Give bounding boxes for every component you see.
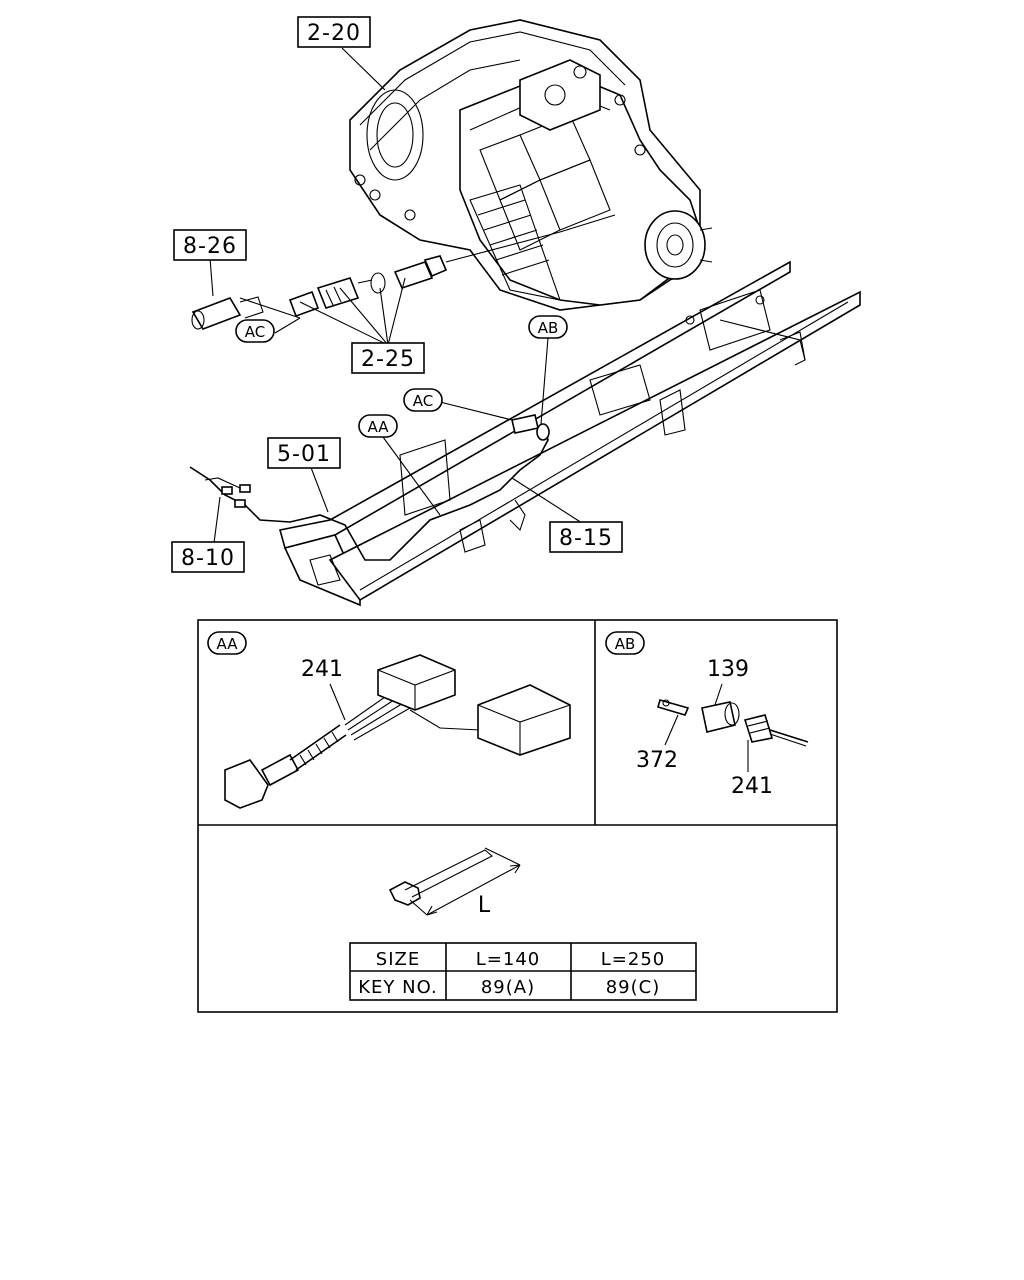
bubble-label: AA <box>368 418 390 436</box>
callout-label: 8-15 <box>559 526 613 551</box>
detail-ab-part-139: 139 <box>707 657 749 682</box>
callout-8-15[interactable]: 8-15 <box>549 521 623 553</box>
chassis-frame-illustration <box>189 260 861 607</box>
callout-label: 8-26 <box>183 234 237 259</box>
callout-label: 2-25 <box>361 347 415 372</box>
detail-panel <box>197 619 838 1013</box>
callout-8-10[interactable]: 8-10 <box>171 541 245 573</box>
bubble-label: AB <box>538 319 559 337</box>
detail-aa-tag[interactable]: AA <box>207 631 247 655</box>
detail-ab-part-372: 372 <box>636 748 678 773</box>
table-cell: 89(A) <box>481 977 535 998</box>
clip-dimension-label: L <box>478 893 491 918</box>
bubble-ac-top[interactable]: AC <box>235 319 275 343</box>
bubble-ab-top[interactable]: AB <box>528 315 568 339</box>
callout-label: 5-01 <box>277 442 331 467</box>
callout-8-26[interactable]: 8-26 <box>173 229 247 261</box>
callout-label: 8-10 <box>181 546 235 571</box>
bubble-aa-mid[interactable]: AA <box>358 414 398 438</box>
detail-aa-tag-label: AA <box>217 635 239 653</box>
callout-2-20[interactable]: 2-20 <box>297 16 371 48</box>
bubble-ac-mid[interactable]: AC <box>403 388 443 412</box>
bubble-label: AC <box>413 392 433 410</box>
detail-aa: AA 241 <box>207 631 571 809</box>
leader-lines <box>209 47 583 544</box>
detail-ab-tag[interactable]: AB <box>605 631 645 655</box>
size-table: SIZE L=140 L=250 KEY NO. 89(A) 89(C) <box>349 942 697 1001</box>
callout-5-01[interactable]: 5-01 <box>267 437 341 469</box>
table-cell: L=140 <box>476 949 540 970</box>
table-cell: L=250 <box>601 949 665 970</box>
table-cell: SIZE <box>376 949 420 970</box>
bubble-label: AC <box>245 323 265 341</box>
transmission-illustration <box>349 19 713 311</box>
detail-aa-part-label: 241 <box>301 657 343 682</box>
callout-2-25[interactable]: 2-25 <box>351 342 425 374</box>
callout-label: 2-20 <box>307 21 361 46</box>
detail-ab: AB 139 372 241 <box>605 631 809 799</box>
table-cell: 89(C) <box>606 977 661 998</box>
table-cell: KEY NO. <box>358 977 438 998</box>
clip-detail: L <box>388 847 521 918</box>
detail-ab-tag-label: AB <box>615 635 636 653</box>
detail-ab-part-241: 241 <box>731 774 773 799</box>
